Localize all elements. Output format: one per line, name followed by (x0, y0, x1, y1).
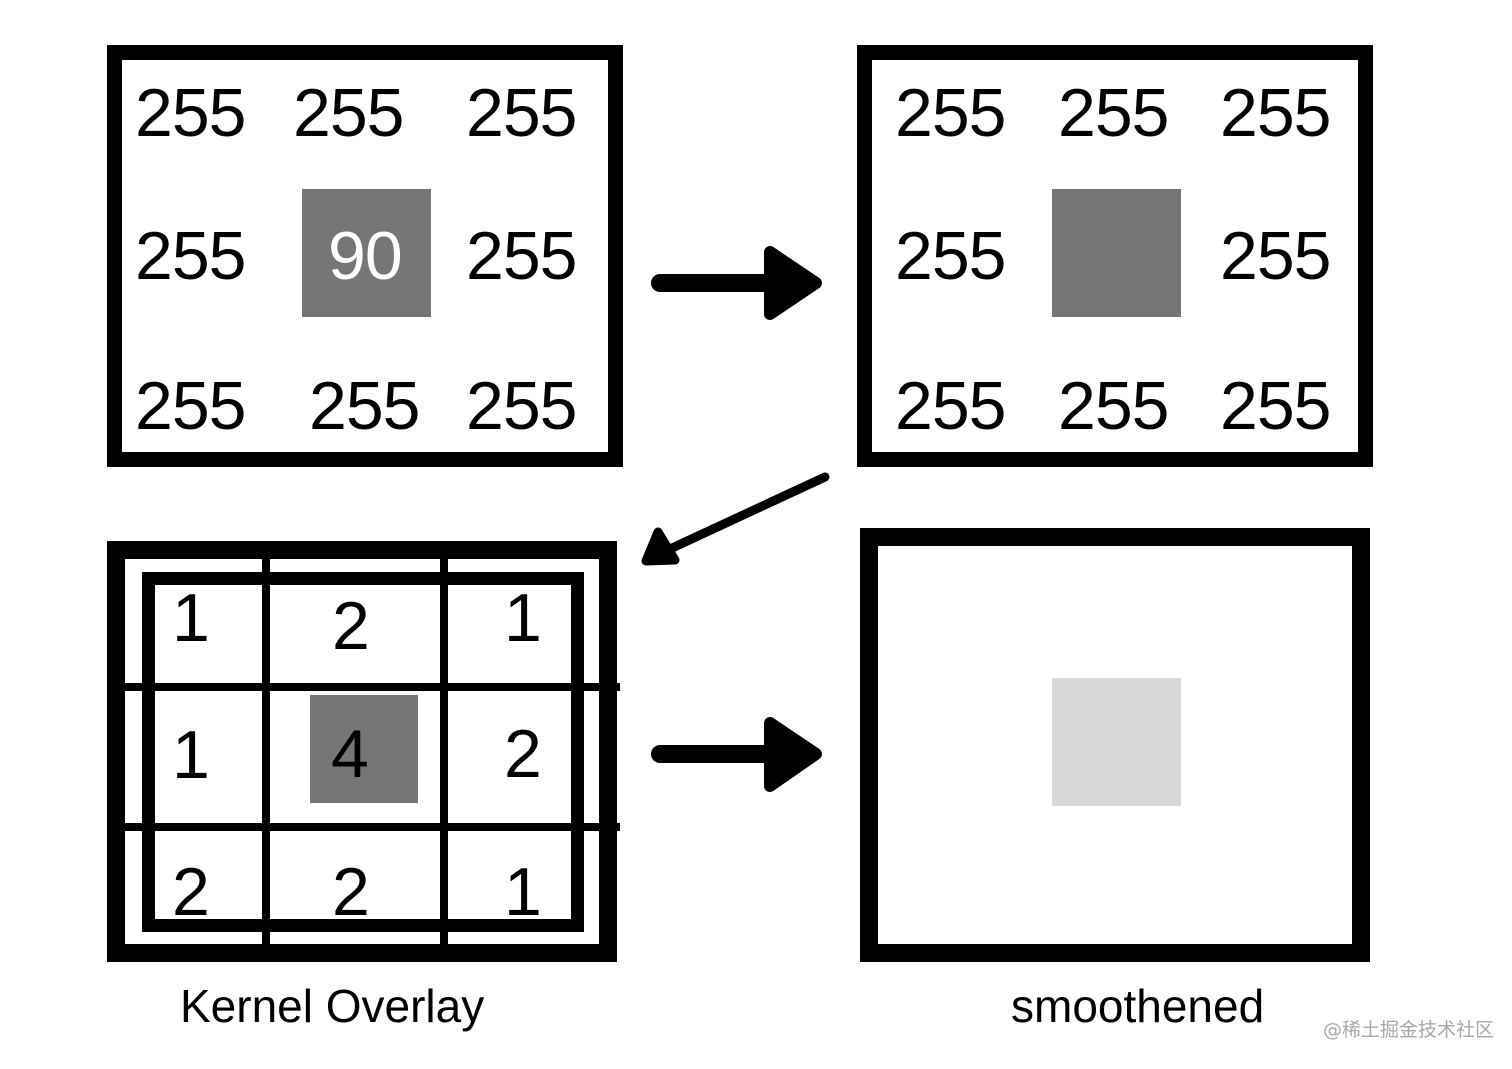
kernel-weight: 1 (504, 580, 542, 656)
kernel-weight-center: 4 (331, 716, 369, 792)
original-pixel-panel (107, 45, 623, 467)
center-pixel-value: 90 (328, 218, 403, 294)
smoothened-caption: smoothened (1011, 980, 1265, 1032)
pixel-value: 255 (135, 368, 246, 444)
kernel-overlay-inner-frame (142, 572, 584, 932)
kernel-weight: 2 (332, 854, 370, 930)
arrow-original-to-target (651, 246, 822, 320)
kernel-grid-line-vertical (262, 541, 270, 962)
pixel-value: 255 (1220, 218, 1331, 294)
pixel-value: 255 (466, 368, 577, 444)
kernel-grid-line-vertical (440, 541, 448, 962)
pixel-value: 255 (293, 75, 404, 151)
dark-center-pixel (1052, 189, 1181, 317)
arrow-kernel-to-smoothened (651, 717, 822, 792)
pixel-value: 255 (466, 218, 577, 294)
pixel-value: 255 (135, 218, 246, 294)
kernel-weight: 2 (172, 854, 210, 930)
smoothed-center-pixel (1052, 678, 1181, 806)
kernel-overlay-caption: Kernel Overlay (180, 980, 485, 1032)
pixel-value: 255 (1220, 75, 1331, 151)
pixel-value: 255 (309, 368, 420, 444)
dark-center-pixel (302, 189, 431, 317)
kernel-weight: 1 (172, 717, 210, 793)
watermark: @稀土掘金技术社区 (1323, 1019, 1495, 1041)
pixel-value: 255 (895, 368, 1006, 444)
pixel-value: 255 (1058, 75, 1169, 151)
kernel-weight: 2 (504, 716, 542, 792)
kernel-weight: 2 (332, 588, 370, 664)
dark-center-pixel (310, 695, 418, 803)
pixel-value: 255 (1058, 368, 1169, 444)
pixel-value: 255 (895, 218, 1006, 294)
pixel-value: 255 (466, 75, 577, 151)
kernel-grid-line-horizontal (107, 823, 620, 831)
kernel-weight: 1 (172, 580, 210, 656)
pixel-value: 255 (895, 75, 1006, 151)
pixel-value: 255 (1220, 368, 1331, 444)
pixel-value: 255 (135, 75, 246, 151)
kernel-grid-line-horizontal (107, 683, 620, 691)
kernel-weight: 1 (504, 854, 542, 930)
arrow-target-to-kernel (641, 472, 830, 566)
